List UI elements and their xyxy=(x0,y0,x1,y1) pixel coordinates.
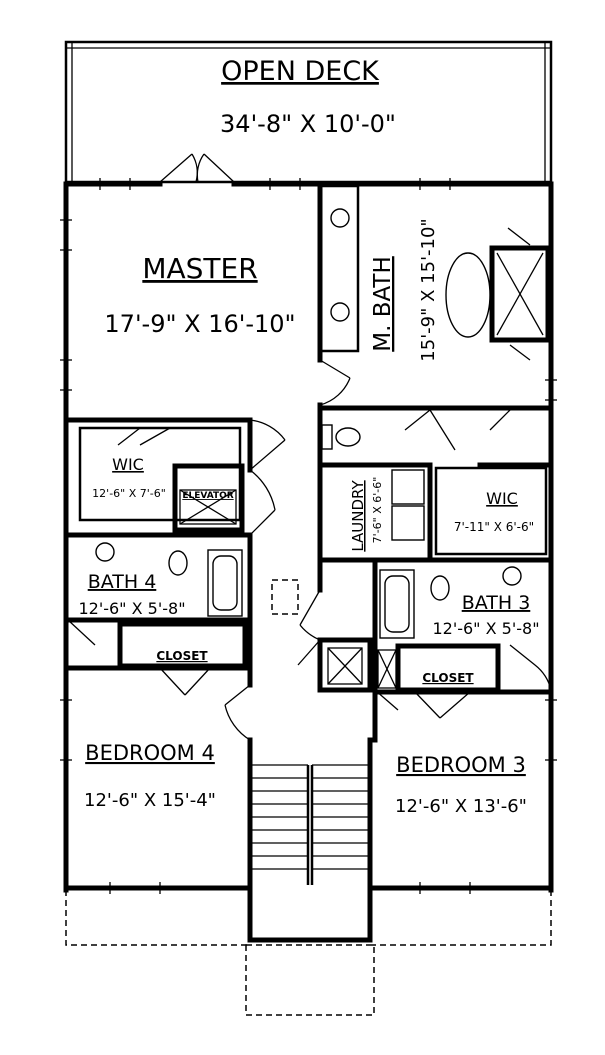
exterior-walls xyxy=(60,178,557,894)
wic-left-dims: 12'-6" X 7'-6" xyxy=(92,487,166,500)
laundry-dims: 7'-6" X 6'-6" xyxy=(371,477,384,544)
bedroom3-dims: 12'-6" X 13'-6" xyxy=(395,796,527,817)
bedroom3-label: BEDROOM 3 xyxy=(396,753,526,777)
interior-walls xyxy=(65,183,554,943)
laundry-label: LAUNDRY xyxy=(349,479,367,551)
open-deck-label: OPEN DECK xyxy=(221,56,380,87)
wic-right-dims: 7'-11" X 6'-6" xyxy=(454,520,534,534)
wic-right-label: WIC xyxy=(486,489,518,508)
master-bath-dims: 15'-9" X 15'-10" xyxy=(418,218,439,361)
open-deck-dims: 34'-8" X 10'-0" xyxy=(220,110,396,138)
lower-porch xyxy=(65,890,552,1016)
doors xyxy=(67,227,552,741)
room-labels: OPEN DECK 34'-8" X 10'-0" MASTER 17'-9" … xyxy=(78,56,539,817)
bath4-label: BATH 4 xyxy=(88,571,157,593)
master-dims: 17'-9" X 16'-10" xyxy=(104,310,295,338)
bedroom4-dims: 12'-6" X 15'-4" xyxy=(84,790,216,811)
bedroom4-label: BEDROOM 4 xyxy=(85,741,215,765)
wic-left-label: WIC xyxy=(112,455,144,474)
master-bath-label: M. BATH xyxy=(370,256,396,352)
staircase xyxy=(247,764,373,943)
bath4-dims: 12'-6" X 5'-8" xyxy=(78,599,185,618)
closet-right-label: CLOSET xyxy=(422,671,474,685)
bath3-dims: 12'-6" X 5'-8" xyxy=(432,619,539,638)
master-label: MASTER xyxy=(142,252,257,285)
fixtures xyxy=(95,208,522,639)
elevator-label: ELEVATOR xyxy=(182,491,233,501)
bath3-label: BATH 3 xyxy=(462,592,531,614)
closet-left-label: CLOSET xyxy=(156,649,208,663)
